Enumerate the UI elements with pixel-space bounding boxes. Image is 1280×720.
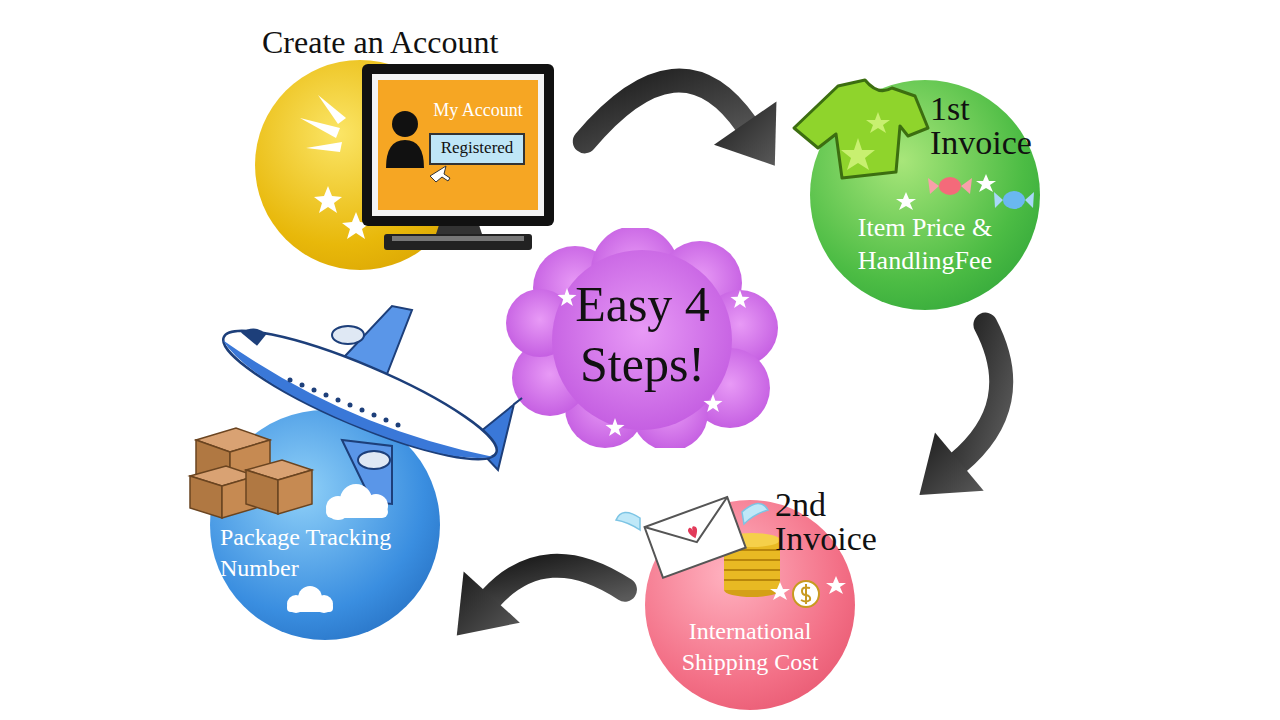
button-label: Registered: [431, 138, 523, 158]
step-text: Easy 4 Steps!: [535, 274, 750, 394]
step-heading: 1st Invoice: [930, 92, 1062, 160]
candy: [896, 174, 1034, 210]
clouds: [287, 484, 388, 613]
curved-arrow: [919, 325, 1001, 495]
step-text: Create an Account: [262, 23, 498, 61]
step-text: Item Price & HandlingFee: [822, 212, 1028, 277]
step-circle: Create an Account: [255, 60, 465, 270]
parcel-boxes: [190, 428, 312, 518]
envelope-coins: [616, 497, 846, 607]
step-text: International Shipping Cost: [655, 616, 845, 678]
computer-monitor: [362, 64, 554, 250]
step-circle: Package Tracking Number: [210, 410, 440, 640]
step-circle: 1st InvoiceItem Price & HandlingFee: [810, 80, 1040, 310]
step-circle: 2nd InvoiceInternational Shipping Cost: [645, 500, 855, 710]
curved-arrow: [457, 566, 625, 636]
step-text: Package Tracking Number: [220, 522, 425, 584]
step-heading: 2nd Invoice: [775, 488, 901, 556]
curved-arrow: [585, 80, 777, 165]
screen-label: My Account: [420, 100, 536, 122]
airplane: [212, 306, 522, 504]
t-shirt: [794, 80, 928, 178]
title-cloud: Easy 4 Steps!: [505, 228, 780, 448]
sparkle-marks: [300, 95, 370, 239]
